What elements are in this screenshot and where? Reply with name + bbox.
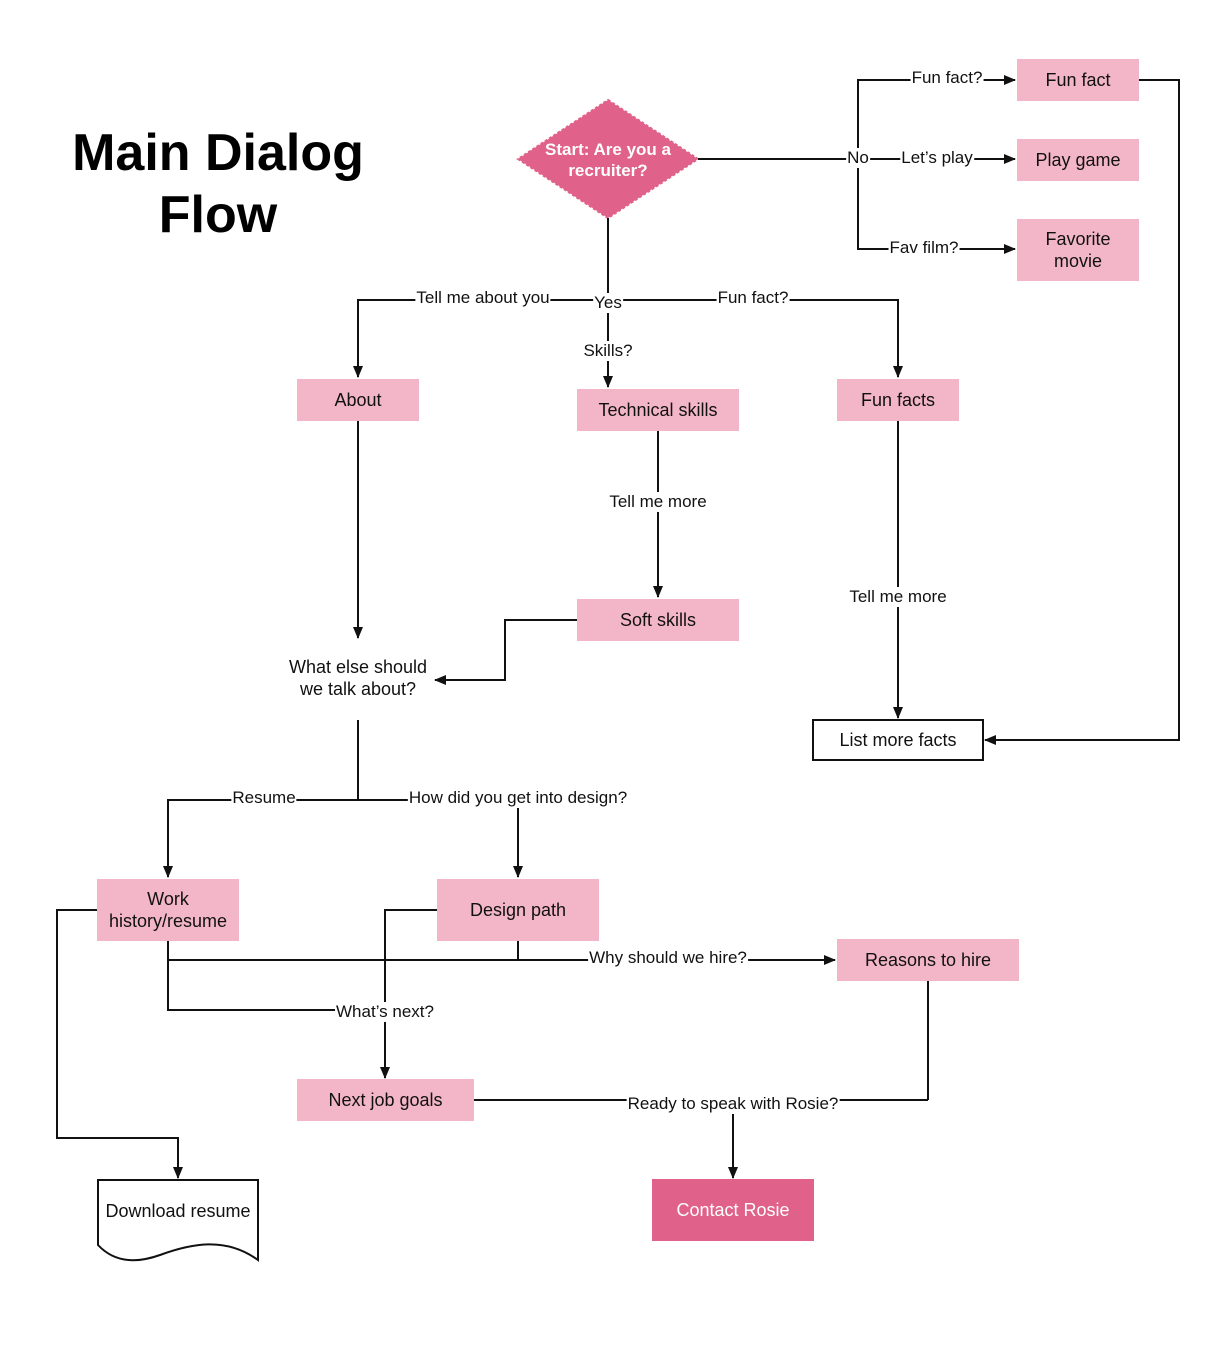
edge-work-next [167,960,385,1011]
contact-rosie-node[interactable]: Contact Rosie [652,1179,814,1241]
edge-label-yes: Yes [593,293,623,313]
download-resume-node[interactable]: Download resume [105,1200,251,1221]
document-shape[interactable] [97,1179,259,1262]
edge-resume [163,799,358,878]
edge-label-whats-next: What’s next? [335,1002,435,1022]
fun-facts-node[interactable]: Fun facts [837,379,959,421]
next-job-goals-node[interactable]: Next job goals [297,1079,474,1121]
what-else-node[interactable]: What else should we talk about? [288,657,428,699]
edge-work-download [56,909,183,1179]
edge-design [358,799,523,878]
fun-fact-node[interactable]: Fun fact [1017,59,1139,101]
diagram-title: Main Dialog Flow [72,124,364,244]
edge-label-resume: Resume [231,788,297,808]
edge-label-fun-fact-2: Fun fact? [716,288,790,308]
edge-design-next [380,909,437,1079]
about-node[interactable]: About [297,379,419,421]
start-decision-label: Start: Are you a recruiter? [545,140,671,180]
work-history-node[interactable]: Work history/resume [97,879,239,941]
edge-label-tell-me-about-you: Tell me about you [415,288,551,308]
edge-label-why-hire: Why should we hire? [588,948,748,968]
edge-soft-whatelse [434,619,577,685]
favorite-movie-node[interactable]: Favorite movie [1017,219,1139,281]
play-game-node[interactable]: Play game [1017,139,1139,181]
reasons-to-hire-node[interactable]: Reasons to hire [837,939,1019,981]
edge-fun-fact-list [984,79,1180,745]
edge-label-ready-rosie: Ready to speak with Rosie? [626,1094,840,1114]
edge-label-tell-me-more-2: Tell me more [848,587,948,607]
edge-label-lets-play: Let’s play [900,148,974,168]
edge-label-no: No [846,148,870,168]
design-path-node[interactable]: Design path [437,879,599,941]
edge-label-skills: Skills? [582,341,634,361]
edge-label-tell-me-more-1: Tell me more [608,492,708,512]
edge-label-fav-film: Fav film? [888,238,960,258]
technical-skills-node[interactable]: Technical skills [577,389,739,431]
list-more-facts-node[interactable]: List more facts [812,719,984,761]
edge-label-fun-fact: Fun fact? [910,68,984,88]
edge-label-design: How did you get into design? [407,788,629,808]
edge-yes-fun-facts [608,299,903,378]
soft-skills-node[interactable]: Soft skills [577,599,739,641]
edge-no-fav-movie [857,159,1016,254]
edge-yes-about [353,299,608,378]
